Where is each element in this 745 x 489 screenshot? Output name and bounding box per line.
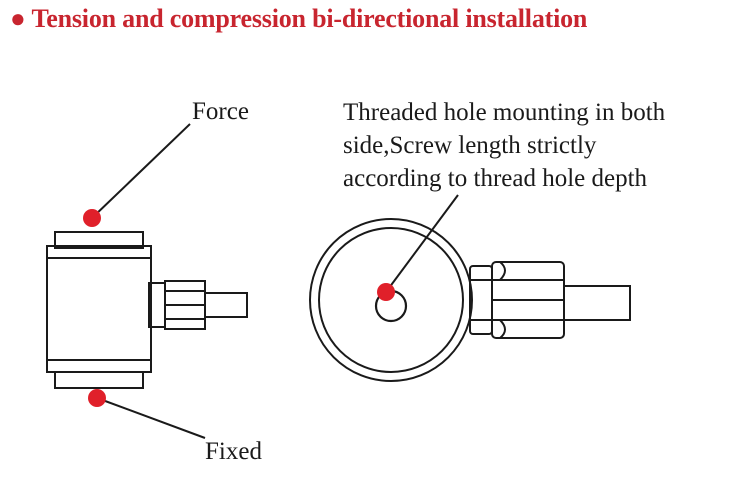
side-cable [204,292,248,318]
force-marker [83,209,101,227]
fixed-marker [88,389,106,407]
side-top-cap [54,231,144,249]
note-line-2: side,Screw length strictly [343,132,597,159]
fixed-label: Fixed [205,438,262,465]
side-bottom-cap [54,371,144,389]
title-bullet: ● [10,4,26,33]
note-line-1: Threaded hole mounting in both [343,99,666,126]
top-connector-nut [469,265,493,335]
top-cable [563,285,631,321]
section-title: ●Tension and compression bi-directional … [10,4,587,34]
note-line-3: according to thread hole depth [343,165,648,192]
hole-leader-line [385,194,459,293]
threaded-hole-note: Threaded hole mounting in both side,Scre… [343,96,665,195]
top-view-load-cell [309,218,631,382]
title-text: Tension and compression bi-directional i… [31,4,588,33]
fixed-leader-line [96,397,206,439]
top-inner-ring [318,227,464,373]
top-outer-ring [309,218,473,382]
force-leader-line [91,123,191,219]
side-body [46,245,152,373]
hole-marker [377,283,395,301]
side-view-load-cell [46,231,248,389]
force-label: Force [192,98,249,125]
